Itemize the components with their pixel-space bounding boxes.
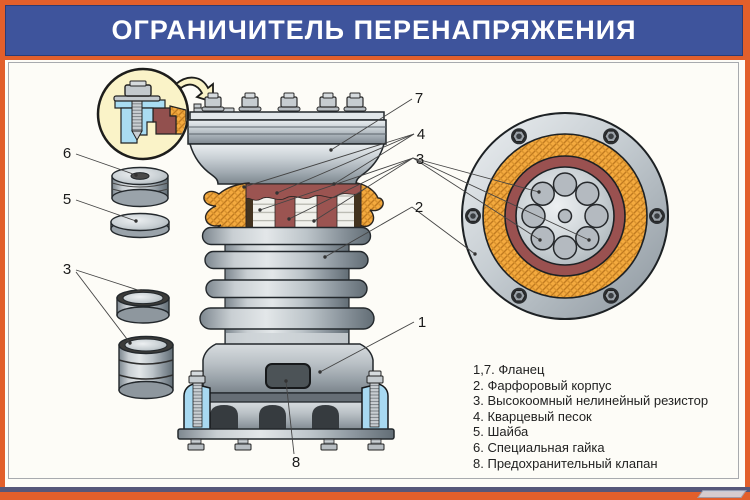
legend-label: Фарфоровый корпус <box>487 377 612 393</box>
cap-bolt <box>238 92 262 112</box>
legend-marker: 2. <box>473 377 484 393</box>
callout-dots <box>128 148 591 383</box>
part-special-nut <box>111 166 169 208</box>
page-title: ОГРАНИЧИТЕЛЬ ПЕРЕНАПРЯЖЕНИЯ <box>111 15 637 45</box>
legend-marker: 6. <box>473 439 484 455</box>
base-studs <box>187 438 385 451</box>
legend-item: 3. Высокоомный нелинейный резистор <box>473 393 708 409</box>
porcelain-shed <box>205 279 368 299</box>
legend-label: Фланец <box>498 362 545 377</box>
base-arch <box>210 405 238 431</box>
inset-resistor <box>152 107 177 135</box>
part-resistor-single <box>116 289 170 324</box>
callout-1: 1 <box>418 314 426 331</box>
callout-2: 2 <box>415 199 423 216</box>
callout-3: 3 <box>416 151 424 168</box>
porcelain-shed <box>204 250 369 270</box>
cap-bolt <box>316 92 340 112</box>
legend-item: 2. Фарфоровый корпус <box>473 378 708 394</box>
legend-marker: 4. <box>473 408 484 424</box>
legend-marker: 1,7. <box>473 362 495 377</box>
legend-item: 1,7. Фланец <box>473 362 708 378</box>
part-resistor-stack <box>118 335 174 400</box>
inset-bolt-head <box>124 84 152 97</box>
cross-section-view <box>461 112 669 320</box>
cap-bolt <box>277 92 301 112</box>
legend-label: Высокоомный нелинейный резистор <box>487 393 709 409</box>
publisher-watermark <box>697 490 747 498</box>
callout-4: 4 <box>417 126 425 143</box>
callout-5: 5 <box>63 191 71 208</box>
porcelain-shed <box>199 307 375 330</box>
cap-bolt <box>343 92 367 112</box>
clamp-bolt-right <box>369 382 380 428</box>
callout-8: 8 <box>292 454 300 471</box>
safety-valve <box>265 363 311 389</box>
legend-marker: 3. <box>473 393 484 409</box>
legend-marker: 5. <box>473 424 484 440</box>
legend-item: 8. Предохранительный клапан <box>473 456 708 472</box>
top-flange-plate <box>189 111 385 121</box>
top-flange-band <box>187 119 387 145</box>
part-washer <box>110 212 170 239</box>
cutaway-edge-left <box>246 184 253 240</box>
red-top-band <box>245 183 362 201</box>
inner-border <box>8 62 739 479</box>
clamp-bolt-left <box>192 382 203 428</box>
inset-bolt-shank <box>131 100 143 132</box>
porcelain-shed <box>201 226 372 246</box>
legend-item: 4. Кварцевый песок <box>473 409 708 425</box>
base-plate <box>177 428 395 440</box>
cutaway-edge-right <box>354 184 361 240</box>
legend-marker: 8. <box>473 455 484 471</box>
legend-label: Шайба <box>487 424 529 440</box>
legend-label: Кварцевый песок <box>487 408 592 424</box>
callout-7: 7 <box>415 90 423 107</box>
legend-label: Специальная гайка <box>487 439 605 455</box>
base-arch <box>312 405 339 431</box>
callout-6: 6 <box>63 145 71 162</box>
legend-item: 6. Специальная гайка <box>473 440 708 456</box>
footer-divider <box>0 487 750 492</box>
detail-inset <box>96 67 214 161</box>
base-arch <box>259 405 286 431</box>
legend-label: Предохранительный клапан <box>487 455 658 471</box>
legend-item: 5. Шайба <box>473 424 708 440</box>
callout-3-left: 3 <box>63 261 71 278</box>
callout-lines <box>75 98 590 455</box>
header-band: ОГРАНИЧИТЕЛЬ ПЕРЕНАПРЯЖЕНИЯ <box>5 5 743 56</box>
section-resistors <box>521 172 609 260</box>
main-arrester <box>177 92 395 451</box>
legend: 1,7. Фланец 2. Фарфоровый корпус 3. Высо… <box>473 362 708 471</box>
